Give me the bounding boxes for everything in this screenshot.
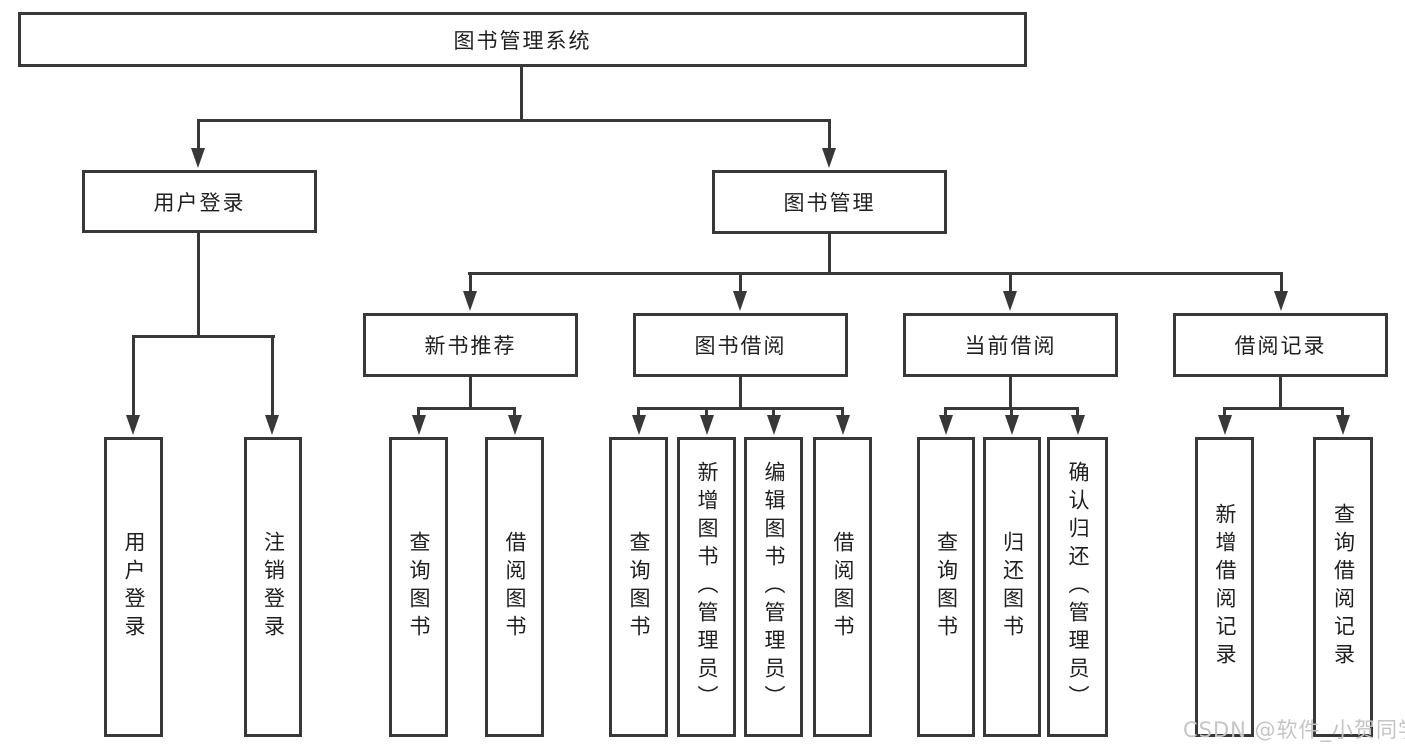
leaf-return-books: 归还图书	[983, 437, 1041, 737]
connector-line	[1076, 407, 1079, 418]
connector-line	[197, 119, 200, 150]
csdn-watermark: CSDN @软件_小贺同学	[1183, 718, 1405, 742]
leaf-query-books-current: 查询图书	[917, 437, 975, 737]
arrow-down-icon	[1336, 415, 1350, 435]
arrow-down-icon	[126, 415, 140, 435]
arrow-down-icon	[1071, 415, 1085, 435]
connector-line	[271, 335, 274, 417]
connector-line	[417, 407, 516, 410]
node-borrow-records: 借阅记录	[1173, 313, 1388, 377]
connector-line	[944, 407, 947, 418]
node-label: 当前借阅	[964, 334, 1057, 358]
node-label: 图书管理	[783, 191, 876, 215]
arrow-down-icon	[265, 415, 279, 435]
node-label: 注销登录	[261, 531, 286, 643]
node-label: 新增借阅记录	[1213, 503, 1238, 671]
connector-line	[513, 407, 516, 418]
arrow-down-icon	[733, 291, 747, 311]
connector-line	[468, 272, 1282, 275]
leaf-add-books-admin: 新增图书（管理员）	[677, 437, 736, 737]
node-label: 查询图书	[407, 531, 432, 643]
connector-line	[197, 233, 200, 338]
arrow-down-icon	[767, 415, 781, 435]
connector-line	[637, 407, 844, 410]
connector-line	[1223, 407, 1226, 418]
node-label: 新书推荐	[424, 334, 517, 358]
connector-line	[739, 272, 742, 293]
node-label: 查询图书	[934, 531, 959, 643]
arrow-down-icon	[508, 415, 522, 435]
node-book-borrow: 图书借阅	[633, 313, 848, 377]
arrow-down-icon	[1003, 291, 1017, 311]
connector-line	[828, 234, 831, 275]
connector-line	[417, 407, 420, 418]
connector-line	[841, 407, 844, 418]
connector-line	[469, 377, 472, 410]
connector-line	[132, 335, 275, 338]
connector-line	[1223, 407, 1344, 410]
connector-line	[1009, 272, 1012, 293]
node-label: 确认归还（管理员）	[1066, 461, 1091, 713]
connector-line	[520, 67, 523, 122]
leaf-user-login: 用户登录	[104, 437, 163, 737]
arrow-down-icon	[836, 415, 850, 435]
node-new-book-recommend: 新书推荐	[363, 313, 578, 377]
node-label: 图书管理系统	[453, 28, 592, 53]
arrow-down-icon	[1274, 291, 1288, 311]
node-label: 借阅图书	[503, 531, 528, 643]
connector-line	[637, 407, 640, 418]
node-user-login: 用户登录	[82, 170, 317, 233]
leaf-query-books-recommend: 查询图书	[389, 437, 448, 737]
connector-line	[705, 407, 708, 418]
leaf-borrow-books: 借阅图书	[813, 437, 872, 737]
connector-line	[1279, 377, 1282, 410]
connector-line	[1010, 407, 1013, 418]
node-root: 图书管理系统	[18, 12, 1027, 67]
arrow-down-icon	[412, 415, 426, 435]
node-book-management: 图书管理	[712, 170, 947, 234]
leaf-logout: 注销登录	[244, 437, 302, 737]
node-label: 借阅记录	[1234, 334, 1327, 358]
node-label: 归还图书	[1000, 531, 1025, 643]
leaf-borrow-books-recommend: 借阅图书	[485, 437, 544, 737]
node-label: 查询借阅记录	[1331, 503, 1356, 671]
arrow-down-icon	[822, 148, 836, 168]
leaf-edit-books-admin: 编辑图书（管理员）	[744, 437, 803, 737]
leaf-query-borrow-record: 查询借阅记录	[1313, 437, 1373, 737]
node-label: 查询图书	[627, 531, 652, 643]
connector-line	[739, 377, 742, 410]
arrow-down-icon	[632, 415, 646, 435]
connector-line	[1341, 407, 1344, 418]
connector-line	[469, 272, 472, 293]
leaf-confirm-return-admin: 确认归还（管理员）	[1047, 437, 1108, 737]
arrow-down-icon	[700, 415, 714, 435]
arrow-down-icon	[463, 291, 477, 311]
node-label: 图书借阅	[694, 334, 787, 358]
arrow-down-icon	[1218, 415, 1232, 435]
node-label: 新增图书（管理员）	[695, 461, 720, 713]
arrow-down-icon	[939, 415, 953, 435]
connector-line	[1009, 377, 1012, 410]
node-label: 用户登录	[122, 531, 147, 643]
arrow-down-icon	[191, 148, 205, 168]
arrow-down-icon	[1005, 415, 1019, 435]
node-current-borrow: 当前借阅	[903, 313, 1118, 377]
connector-line	[132, 335, 135, 417]
leaf-add-borrow-record: 新增借阅记录	[1195, 437, 1254, 737]
node-label: 借阅图书	[831, 531, 856, 643]
connector-line	[1280, 272, 1283, 293]
connector-line	[772, 407, 775, 418]
node-label: 用户登录	[153, 190, 246, 215]
node-label: 编辑图书（管理员）	[762, 461, 787, 713]
connector-line	[197, 119, 831, 122]
leaf-query-books-borrow: 查询图书	[609, 437, 668, 737]
connector-line	[828, 119, 831, 150]
